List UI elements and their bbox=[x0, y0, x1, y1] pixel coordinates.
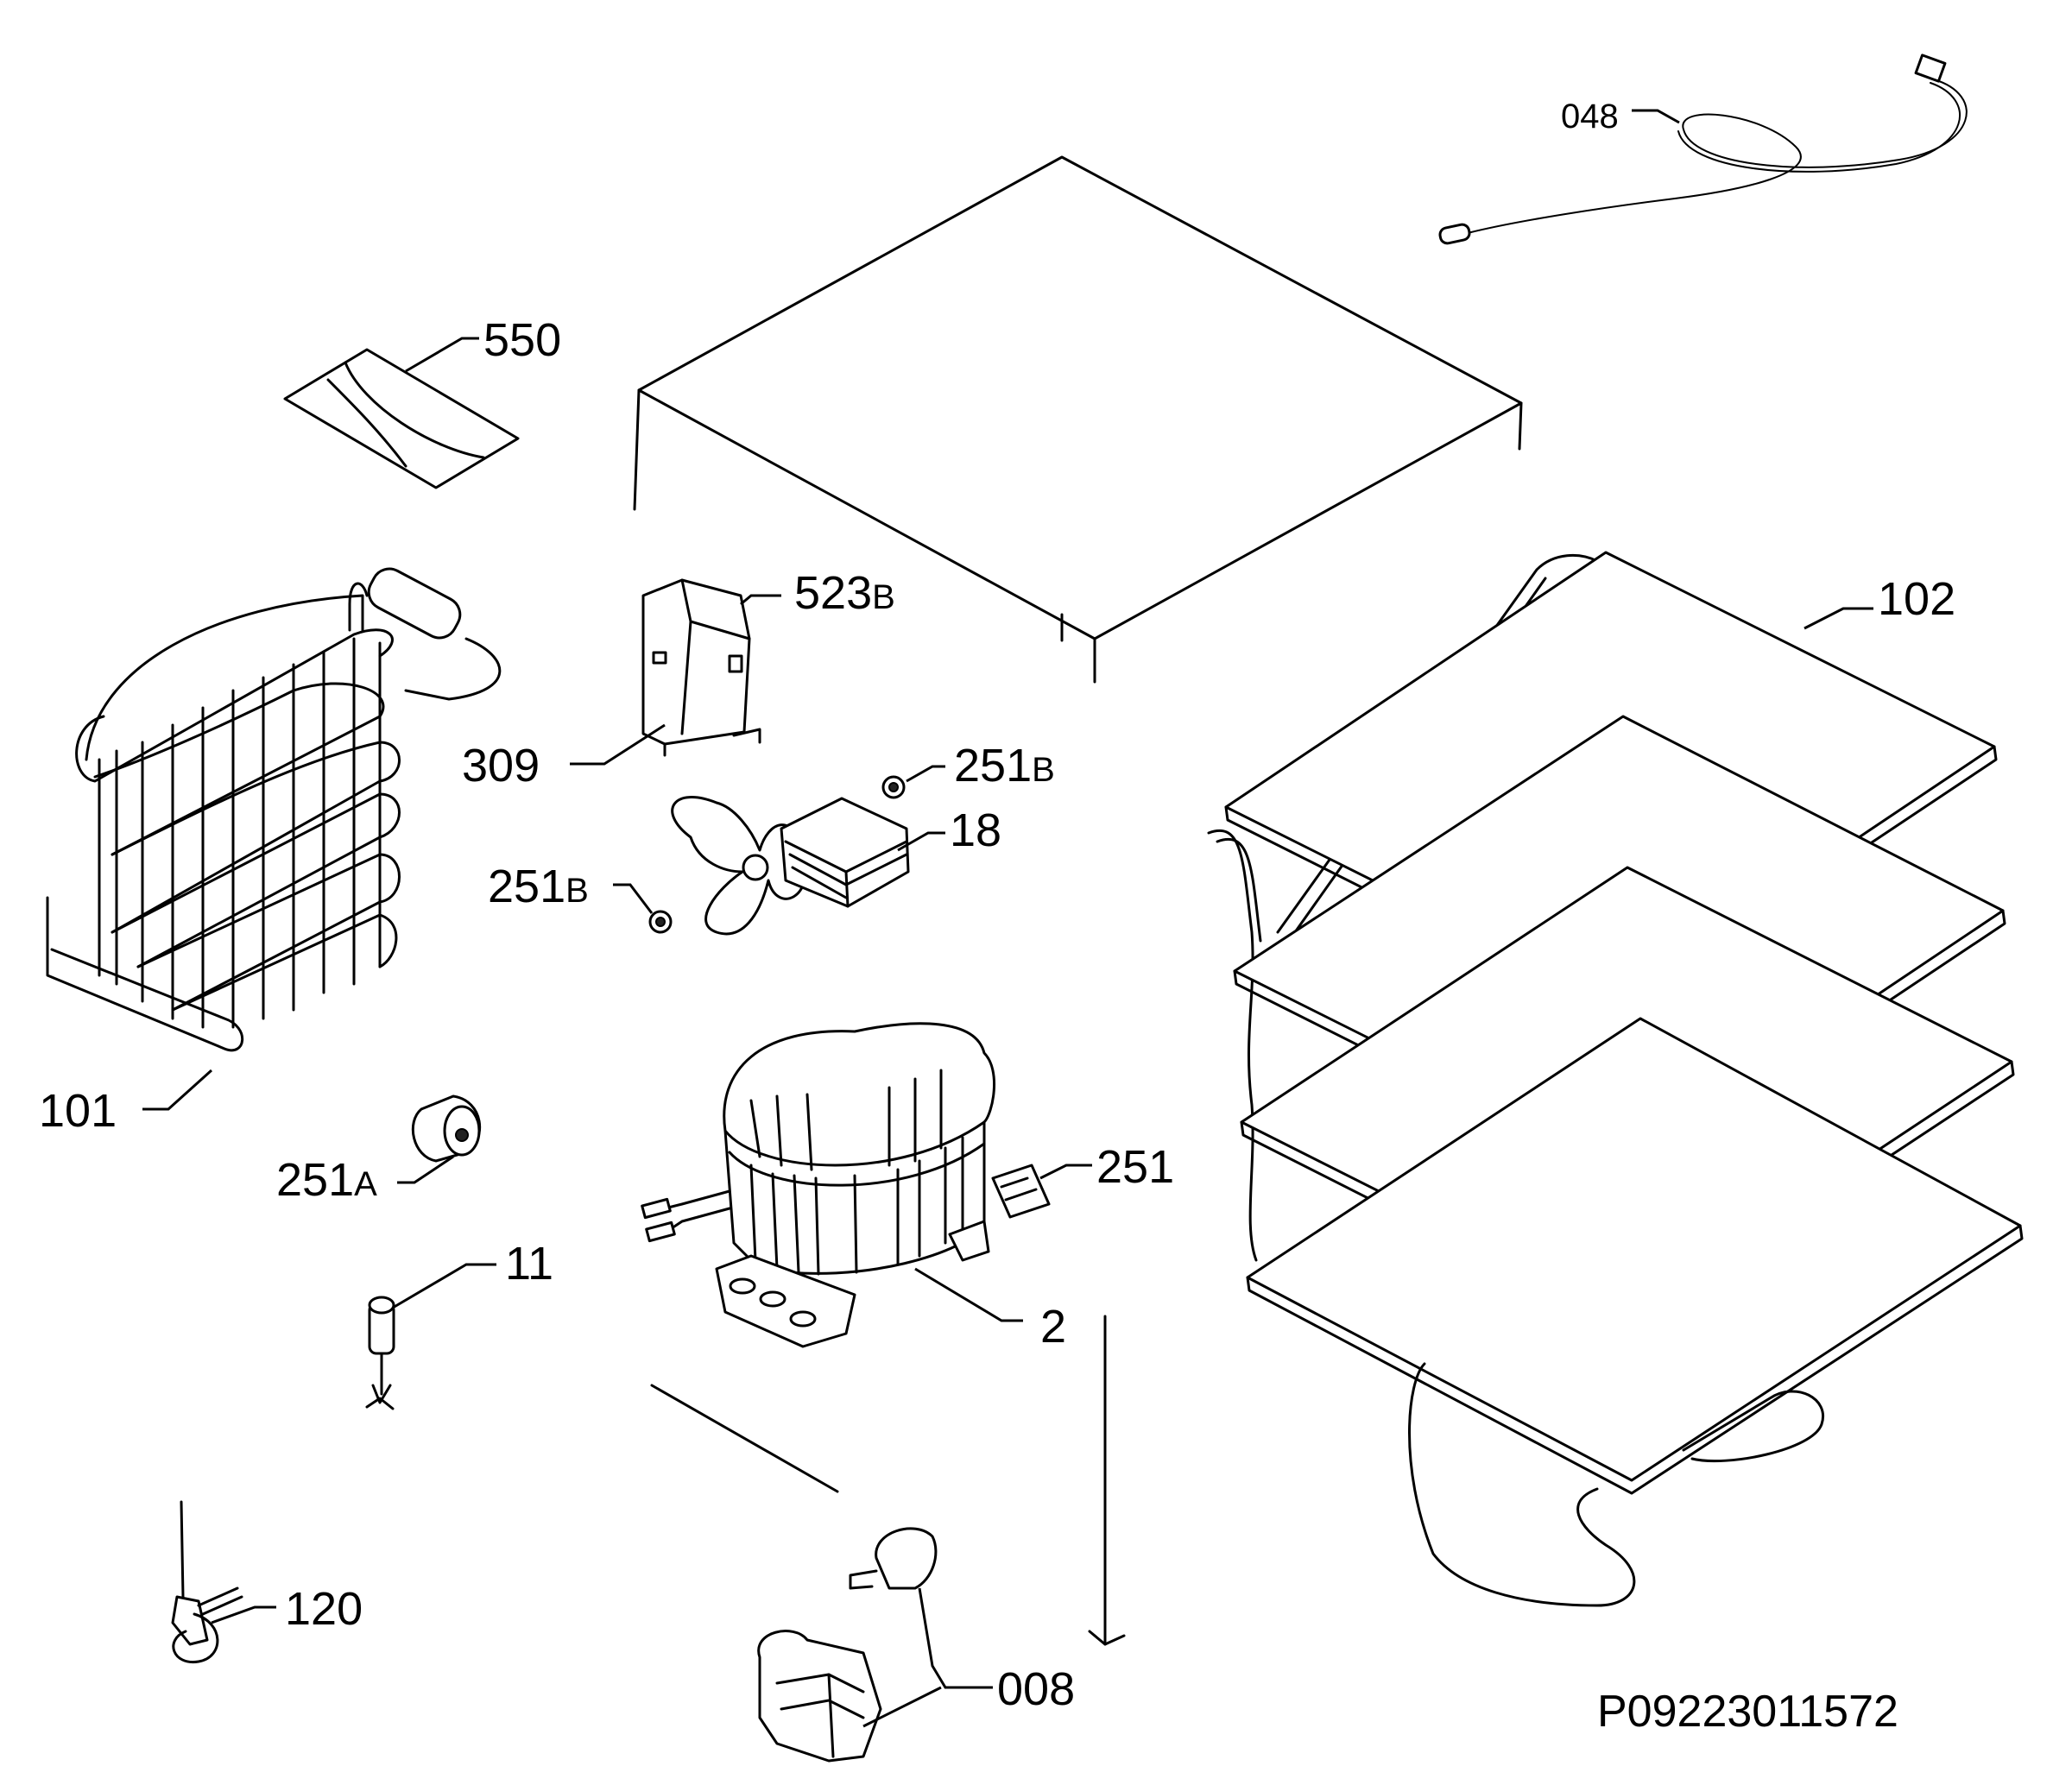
label-101: 101 bbox=[39, 1085, 117, 1137]
part-101-condenser bbox=[46, 567, 502, 1111]
part-523b-relay-cover bbox=[570, 578, 781, 766]
label-550: 550 bbox=[483, 314, 561, 366]
part-550-bracket bbox=[283, 337, 520, 489]
label-251a: 251A bbox=[276, 1154, 377, 1206]
label-251b-left: 251B bbox=[488, 861, 589, 912]
label-251b-right: 251B bbox=[954, 740, 1055, 792]
part-251b-grommet-right bbox=[881, 765, 945, 799]
label-523: 523B bbox=[794, 567, 895, 619]
label-11: 11 bbox=[505, 1238, 553, 1290]
part-11-thermistor bbox=[365, 1263, 496, 1410]
label-120: 120 bbox=[285, 1583, 363, 1635]
label-309: 309 bbox=[462, 740, 540, 792]
part-048-sensor-cable bbox=[1438, 54, 1968, 245]
part-251a-damper bbox=[397, 1094, 481, 1184]
drawing-code: P09223011572 bbox=[1597, 1687, 1898, 1737]
label-048: 048 bbox=[1561, 98, 1619, 136]
part-251b-grommet-left bbox=[613, 883, 673, 934]
part-120-probe bbox=[171, 1500, 276, 1664]
part-top-cover bbox=[633, 155, 1523, 684]
assembly-lines bbox=[650, 1315, 1126, 1646]
label-18: 18 bbox=[950, 804, 1001, 856]
part-2-compressor bbox=[641, 1022, 1092, 1348]
part-102-shelves bbox=[1207, 551, 2024, 1607]
label-2: 2 bbox=[1040, 1301, 1066, 1353]
label-102: 102 bbox=[1878, 573, 1955, 625]
part-008-thermostat bbox=[757, 1527, 993, 1763]
label-251: 251 bbox=[1096, 1141, 1174, 1193]
label-008: 008 bbox=[997, 1663, 1075, 1715]
part-18-fan-motor bbox=[671, 796, 945, 936]
